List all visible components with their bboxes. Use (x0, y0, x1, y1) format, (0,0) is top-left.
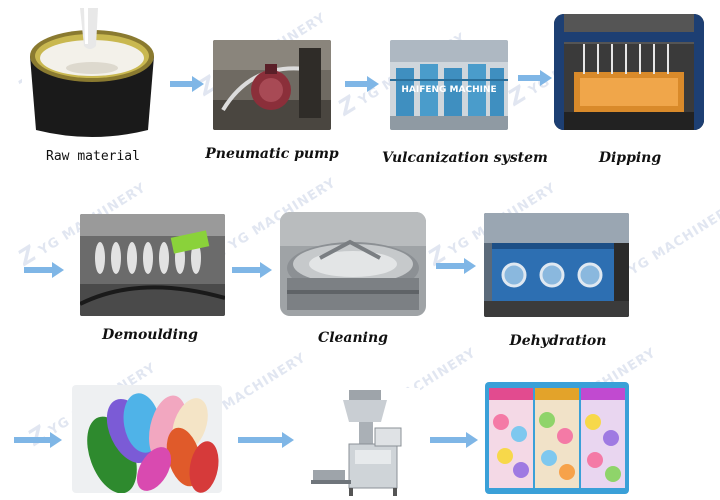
step-label-dipping: Dipping (598, 150, 662, 166)
arrow-right-icon (345, 76, 379, 92)
dipping-image (554, 14, 704, 130)
balloons-image (72, 385, 222, 493)
raw-material-image (22, 8, 162, 138)
arrow-right-icon (436, 258, 476, 274)
step-label-pneumatic-pump: Pneumatic pump (205, 146, 339, 162)
arrow-right-icon (238, 432, 294, 448)
packing-machine-image (305, 388, 420, 496)
packaged-balloons-image (485, 382, 629, 494)
step-label-vulcanization-system: Vulcanization system (382, 150, 548, 166)
arrow-right-icon (430, 432, 478, 448)
step-label-demoulding: Demoulding (102, 327, 198, 343)
demoulding-image (80, 214, 225, 316)
vulcanization-system-image: HAIFENG MACHINE (390, 40, 508, 130)
step-label-dehydration: Dehydration (509, 333, 607, 349)
step-label-raw-material: Raw material (46, 149, 140, 164)
arrow-right-icon (518, 70, 552, 86)
pneumatic-pump-image (213, 40, 331, 130)
arrow-right-icon (170, 76, 204, 92)
cleaning-image (280, 212, 426, 316)
arrow-right-icon (232, 262, 272, 278)
step-label-cleaning: Cleaning (318, 330, 388, 346)
dehydration-image (484, 213, 629, 317)
arrow-right-icon (14, 432, 62, 448)
vulcanization-sign: HAIFENG MACHINE (401, 85, 496, 95)
arrow-right-icon (24, 262, 64, 278)
